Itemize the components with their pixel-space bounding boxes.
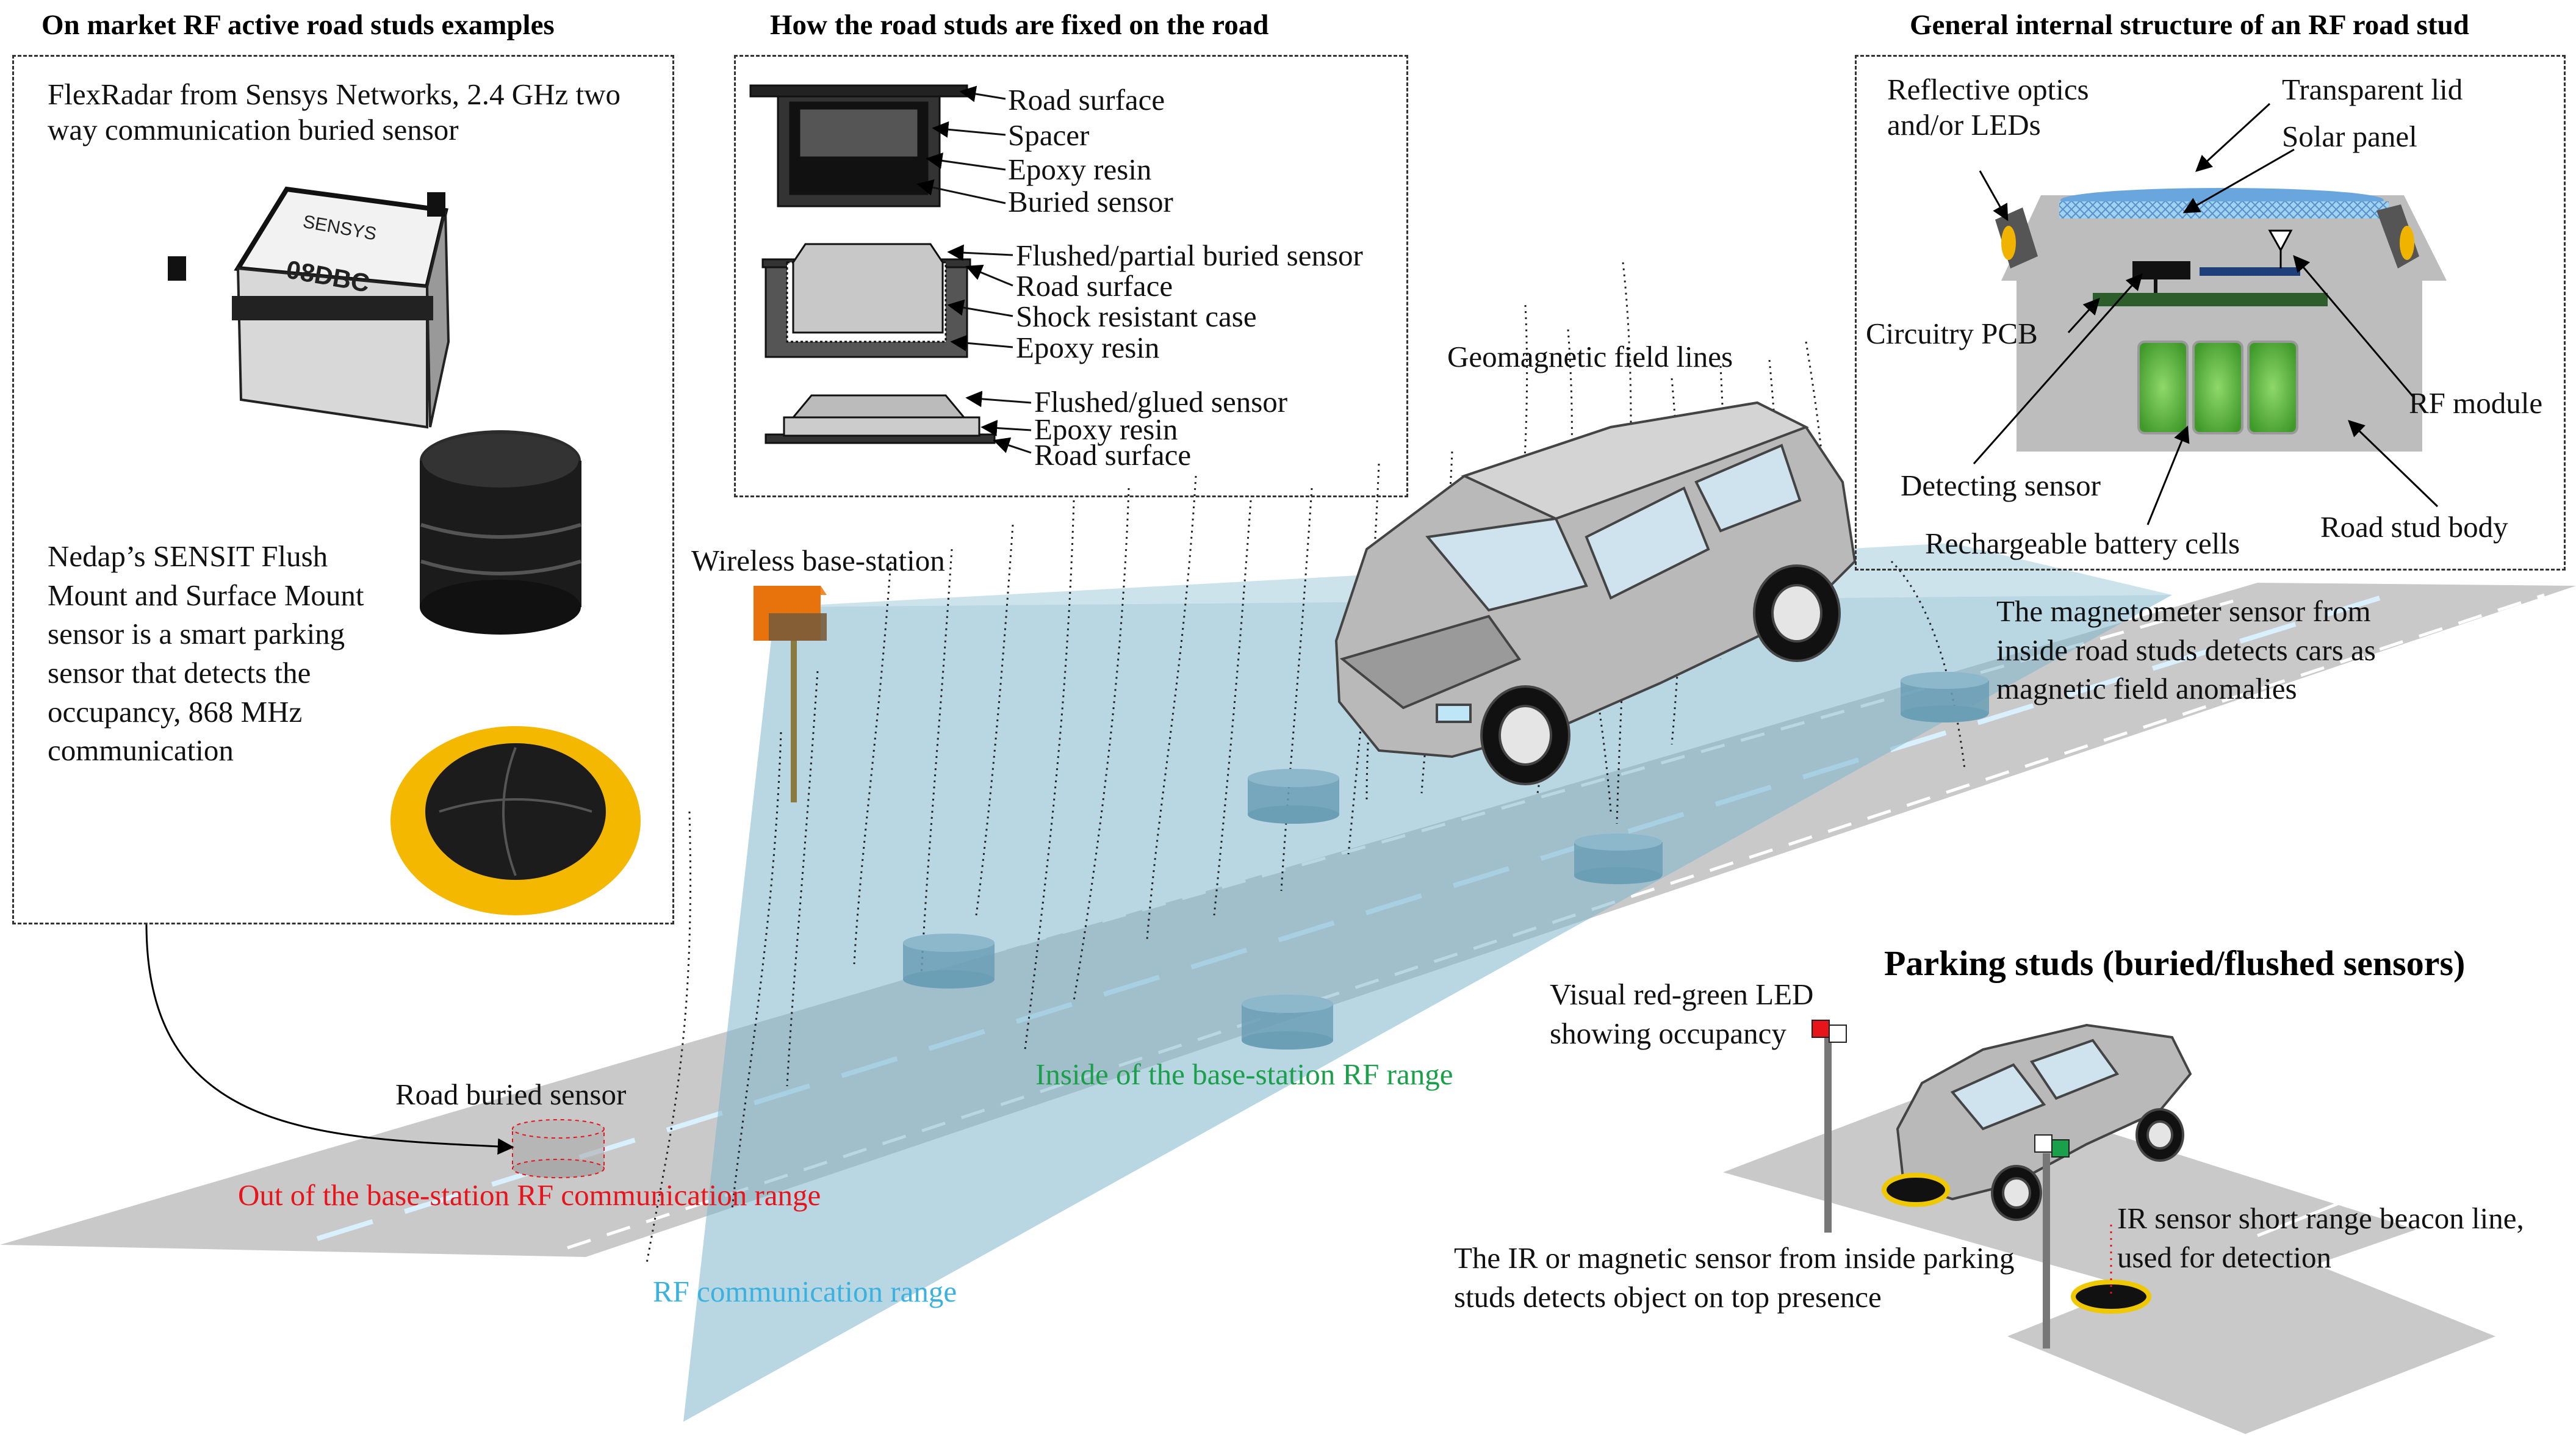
parking-car — [1896, 1023, 2192, 1221]
magnetometer-label: The magnetometer sensor from inside road… — [1996, 594, 2376, 706]
battery-cells-label: Rechargeable battery cells — [1925, 527, 2240, 560]
transparent-lid-label: Transparent lid — [2282, 73, 2463, 106]
fix-buried-graphic — [749, 84, 968, 207]
fix-flushed-road-surface: Road surface — [1016, 269, 1173, 303]
structure-title: General internal structure of an RF road… — [1910, 9, 2469, 41]
rf-beam — [683, 595, 2172, 1422]
parking-stud-2 — [2071, 1280, 2151, 1314]
fix-flushed-epoxy: Epoxy resin — [1016, 331, 1160, 364]
parking-title: Parking studs (buried/flushed sensors) — [1884, 943, 2466, 983]
panel-structure-graphics — [1973, 103, 2447, 525]
fix-flushed-case: Shock resistant case — [1016, 300, 1257, 333]
fix-buried-epoxy: Epoxy resin — [1008, 153, 1152, 186]
rf-module-label: RF module — [2409, 386, 2543, 420]
nedap-surface-mount-image — [387, 702, 647, 915]
fix-leader-lines — [916, 85, 1032, 454]
nedap-flush-mount-image — [419, 430, 581, 635]
panel-fixing-box — [734, 55, 1408, 497]
nedap-caption: Nedap’s SENSIT Flush Mount and Surface M… — [48, 539, 364, 768]
road-stud-2 — [1242, 995, 1333, 1050]
road-stud-3 — [1248, 769, 1339, 824]
parking-area — [1720, 1020, 2496, 1434]
led-label: Visual red-green LED showing occupancy — [1550, 978, 1814, 1050]
ir-magnetic-label: The IR or magnetic sensor from inside pa… — [1454, 1241, 2015, 1314]
solar-panel — [2059, 201, 2389, 218]
road-buried-sensor-label: Road buried sensor — [395, 1078, 627, 1111]
inside-range-label: Inside of the base-station RF range — [1035, 1057, 1453, 1091]
led-pole-1 — [1811, 1020, 1847, 1233]
panel-examples-graphics: SENSYS 08DBC — [168, 186, 647, 915]
road-buried-sensor-out-of-range — [512, 1119, 605, 1178]
panel-structure-box — [1855, 55, 2566, 571]
road-stud-4 — [1574, 834, 1663, 884]
road-stud-5 — [1901, 672, 1989, 722]
battery-cells — [2137, 340, 2298, 434]
out-range-label: Out of the base-station RF communication… — [238, 1178, 821, 1212]
fix-flushed-sensor: Flushed/partial buried sensor — [1016, 239, 1363, 272]
beacon-label: IR sensor short range beacon line, used … — [2117, 1201, 2524, 1274]
fix-glued-epoxy: Epoxy resin — [1034, 412, 1178, 446]
road-studs — [512, 672, 1989, 1178]
fix-glued-sensor: Flushed/glued sensor — [1034, 385, 1288, 419]
parking-stud-1 — [1882, 1173, 1950, 1207]
base-station-label: Wireless base-station — [691, 544, 945, 577]
fix-glued-road-surface: Road surface — [1034, 438, 1192, 472]
geomagnetic-label: Geomagnetic field lines — [1447, 340, 1733, 373]
examples-title: On market RF active road studs examples — [41, 9, 555, 41]
panel-fixing-graphics — [749, 84, 1032, 454]
led-pole-2 — [2034, 1134, 2070, 1349]
rf-module — [2200, 267, 2300, 276]
detecting-sensor-label: Detecting sensor — [1901, 469, 2101, 502]
road-stud-1 — [903, 934, 995, 989]
main-car — [1334, 401, 1857, 785]
flexradar-sensor-image: SENSYS 08DBC — [168, 186, 450, 429]
rf-range-label: RF communication range — [653, 1275, 957, 1308]
solar-panel-label: Solar panel — [2282, 120, 2417, 153]
fix-flushed-graphic — [761, 243, 971, 358]
reflective-optics-label: Reflective optics and/or LEDs — [1887, 73, 2089, 142]
circuitry-pcb-label: Circuitry PCB — [1866, 317, 2038, 350]
base-station — [754, 586, 827, 802]
fix-buried-road-surface: Road surface — [1008, 83, 1165, 117]
fix-buried-spacer: Spacer — [1008, 118, 1090, 152]
structure-leader-lines — [1973, 103, 2439, 525]
road-stud-body-label: Road stud body — [2320, 510, 2508, 544]
fix-glued-graphic — [765, 394, 996, 444]
pcb — [2093, 293, 2328, 306]
connector-arrow — [145, 924, 514, 1155]
fixing-title: How the road studs are fixed on the road — [770, 9, 1269, 41]
flexradar-caption: FlexRadar from Sensys Networks, 2.4 GHz … — [48, 77, 621, 146]
panel-examples-box — [12, 55, 674, 924]
fix-buried-sensor: Buried sensor — [1008, 185, 1173, 218]
